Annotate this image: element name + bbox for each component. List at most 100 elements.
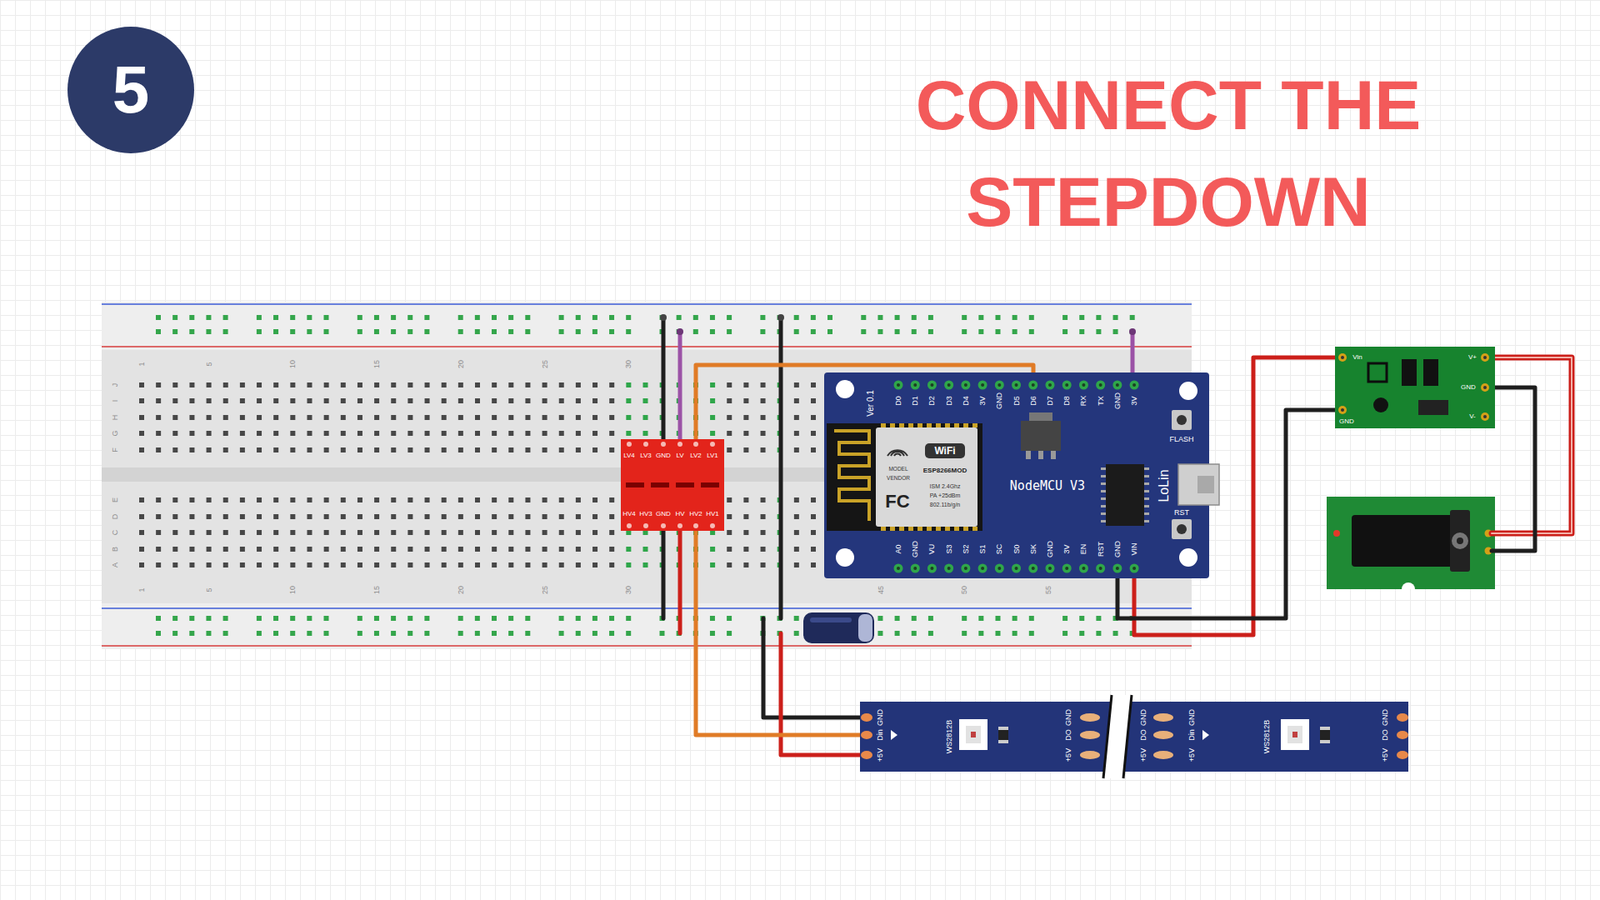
breadboard-hole: [223, 562, 229, 568]
header-pin: [1095, 564, 1105, 574]
solder-pad: [1153, 713, 1174, 722]
breadboard-hole: [726, 562, 732, 568]
breadboard-hole: [189, 382, 195, 388]
pin-label: V-: [1469, 413, 1476, 420]
breadboard-hole: [491, 546, 497, 552]
breadboard-hole: [390, 530, 396, 535]
mounting-hole: [835, 380, 855, 399]
breadboard-hole: [810, 398, 816, 404]
pin-label: GND: [1339, 418, 1355, 425]
rail-hole: [877, 329, 883, 335]
breadboard-hole: [240, 447, 245, 453]
rail-hole: [290, 615, 295, 621]
pin-header: [700, 482, 720, 488]
breadboard-hole: [508, 514, 514, 520]
breadboard-hole: [609, 514, 615, 520]
breadboard-hole: [458, 546, 464, 552]
castellated-pad: [945, 526, 950, 531]
breadboard-hole: [206, 430, 212, 436]
rail-hole: [475, 630, 480, 636]
breadboard-hole: [307, 447, 313, 453]
rail-hole: [1079, 615, 1085, 621]
breadboard-hole: [726, 398, 732, 404]
breadboard-hole: [307, 398, 313, 404]
breadboard-hole: [643, 382, 649, 388]
column-number: 15: [373, 360, 381, 369]
rail-hole: [374, 615, 380, 621]
breadboard-hole: [575, 497, 581, 503]
breadboard-hole: [189, 398, 195, 404]
breadboard-hole: [726, 430, 732, 436]
castellated-pad: [926, 526, 932, 531]
breadboard-hole: [425, 546, 430, 552]
rail-hole: [458, 630, 464, 636]
breadboard-hole: [223, 398, 229, 404]
led-strip: GNDDin+5VWS2812BGNDDO+5VGNDDO+5VGNDDin+5…: [860, 701, 1409, 772]
rail-hole: [155, 329, 161, 335]
breadboard-hole: [559, 382, 565, 388]
breadboard-hole: [256, 562, 262, 568]
regulator-leg: [1025, 450, 1031, 460]
breadboard-hole: [407, 514, 413, 520]
breadboard-hole: [256, 447, 262, 453]
fcc-mark: FC: [885, 492, 910, 511]
breadboard-hole: [726, 546, 732, 552]
breadboard-hole: [592, 382, 598, 388]
power-wire: [1130, 331, 1135, 373]
rail-hole: [995, 315, 1001, 320]
rail-hole: [290, 329, 295, 335]
breadboard-hole: [609, 497, 615, 503]
pin-label: D5: [1012, 395, 1020, 406]
pin-label: GND: [1113, 540, 1121, 558]
column-number: 10: [289, 360, 297, 369]
breadboard-hole: [508, 430, 514, 436]
header-pin: [896, 383, 900, 387]
rail-hole: [575, 329, 581, 335]
castellated-pad: [880, 423, 886, 428]
breadboard-hole: [256, 514, 262, 520]
breadboard-hole: [726, 497, 732, 503]
solder-pad: [1080, 713, 1100, 722]
pin-label: SK: [1029, 544, 1037, 555]
rail-hole: [491, 315, 497, 320]
header-pin: [1115, 383, 1120, 387]
breadboard-hole: [609, 530, 615, 535]
breadboard-hole: [491, 415, 497, 420]
breadboard-hole: [475, 415, 480, 420]
module-label: MODEL: [888, 466, 908, 473]
breadboard-hole: [374, 514, 380, 520]
solder-pad: [1396, 750, 1409, 760]
rail-hole: [458, 615, 464, 621]
header-pin: [944, 564, 954, 574]
header-pin: [1048, 383, 1052, 387]
header-pin: [1099, 566, 1103, 570]
breadboard-hole: [324, 447, 330, 453]
castellated-pad: [972, 526, 978, 531]
breadboard-hole: [407, 530, 413, 535]
led-die: [1287, 725, 1303, 744]
rail-hole: [491, 615, 497, 621]
usb-serial-chip: [1105, 464, 1145, 526]
breadboard-hole: [525, 546, 530, 552]
breadboard-hole: [340, 514, 346, 520]
breadboard-hole: [324, 562, 330, 568]
breadboard-hole: [559, 514, 565, 520]
breadboard-hole: [794, 398, 800, 404]
regulator-leg: [1038, 450, 1044, 460]
smd-part: [1401, 359, 1417, 386]
breadboard-hole: [206, 415, 212, 420]
breadboard-hole: [139, 398, 145, 404]
rail-hole: [525, 630, 530, 636]
breadboard-hole: [374, 530, 380, 535]
rail-hole: [978, 329, 984, 335]
breadboard-hole: [390, 546, 396, 552]
rf-shield: [875, 427, 978, 527]
rail-hole: [525, 315, 530, 320]
breadboard-hole: [256, 530, 262, 535]
breadboard-hole: [357, 398, 363, 404]
wire-end: [676, 328, 684, 335]
header-pin: [978, 380, 988, 390]
pad-label: +5V: [1065, 748, 1073, 762]
rail-hole: [374, 315, 380, 320]
terminal-pin: [1480, 353, 1490, 362]
